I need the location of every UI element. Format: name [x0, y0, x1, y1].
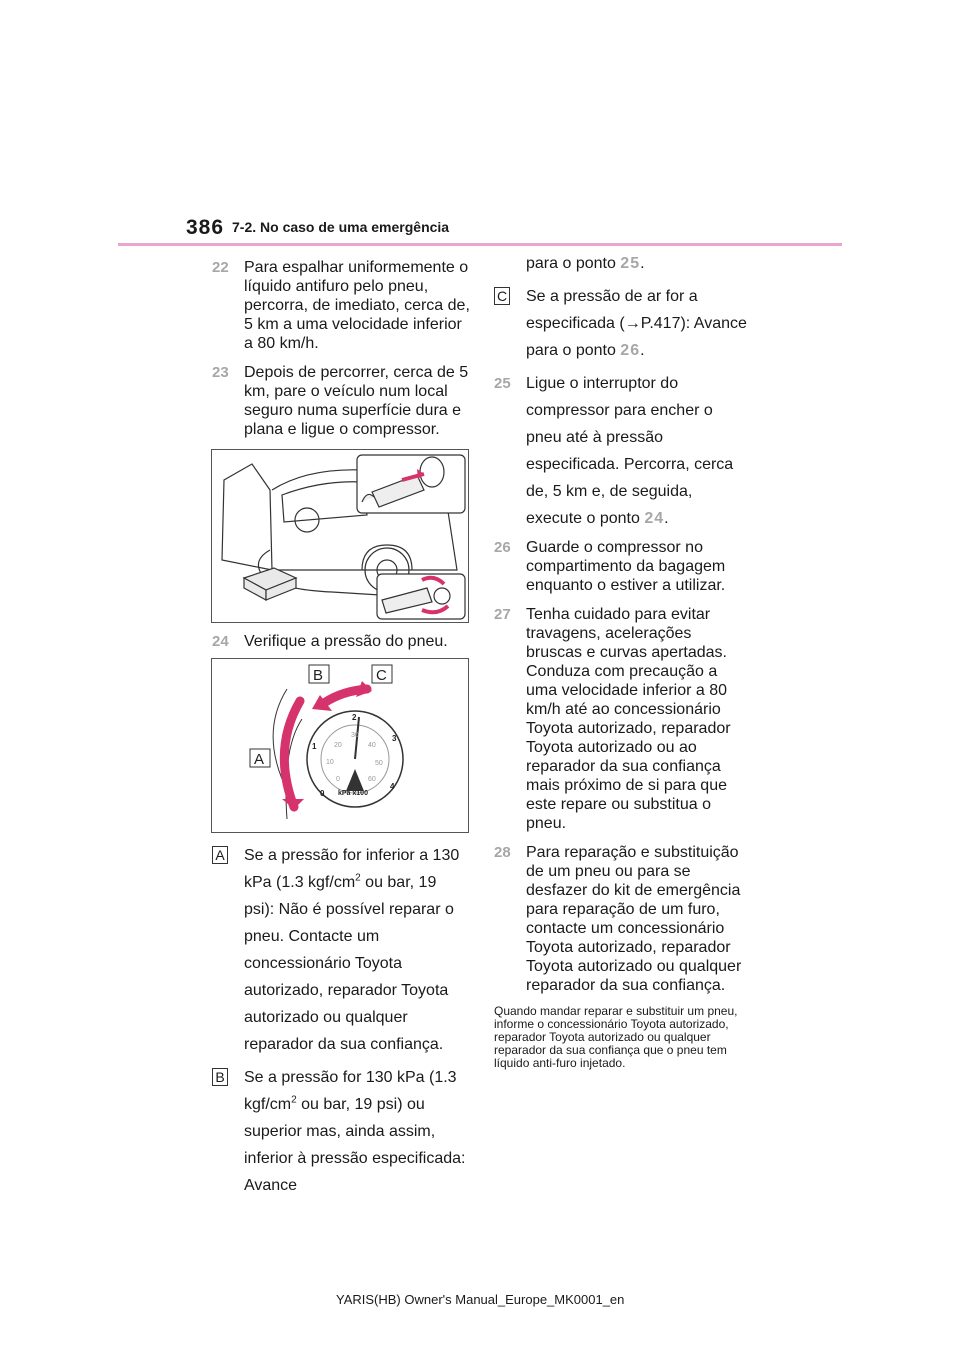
step-number: 27: [494, 606, 511, 623]
gauge-tick-1: 1: [312, 742, 317, 751]
step-text: Depois de percorrer, cerca de 5 km, pare…: [244, 364, 469, 438]
step-22: 22 Para espalhar uniformemente o líquido…: [212, 258, 470, 353]
step-27: 27 Tenha cuidado para evitar travagens, …: [494, 605, 748, 833]
step-number: 26: [494, 539, 511, 556]
step-reference: 24: [644, 510, 665, 527]
condition-text: Se a pressão for inferior a 130 kPa (1.3…: [244, 847, 460, 891]
step-reference: 25: [620, 255, 641, 272]
step-text: Tenha cuidado para evitar travagens, ace…: [526, 606, 731, 832]
gauge-label-a: A: [254, 751, 264, 768]
pressure-gauge-illustration: 0 1 2 3 4 0 10 20 30 40 50 60 kPa x100 B…: [211, 658, 469, 833]
superscript: 2: [355, 872, 361, 884]
condition-c: C Se a pressão de ar for a especificada …: [494, 283, 748, 364]
period: .: [640, 342, 645, 359]
label-b: B: [212, 1068, 228, 1086]
step-text: Ligue o interruptor do compressor para e…: [526, 375, 734, 527]
compressor-illustration: [211, 449, 469, 623]
step-reference: 26: [620, 342, 641, 359]
condition-text: Se a pressão de ar for a especificada (→…: [526, 288, 747, 359]
step-23: 23 Depois de percorrer, cerca de 5 km, p…: [212, 363, 470, 439]
condition-text-cont: ou bar, 19 psi) ou superior mas, ainda a…: [244, 1096, 466, 1194]
period: .: [664, 510, 669, 527]
left-column: 22 Para espalhar uniformemente o líquido…: [212, 258, 470, 449]
step-number: 25: [494, 375, 511, 392]
gauge-tick-0: 0: [320, 789, 325, 798]
step-text: Guarde o compressor no compartimento da …: [526, 539, 726, 594]
header-rule: [118, 243, 842, 246]
gauge-inner-tick-20: 20: [334, 742, 342, 749]
section-title: 7-2. No caso de uma emergência: [232, 219, 450, 235]
step-number: 23: [212, 364, 229, 381]
gauge-inner-tick-40: 40: [368, 742, 376, 749]
step-number: 22: [212, 259, 229, 276]
gauge-drawing: 0 1 2 3 4 0 10 20 30 40 50 60 kPa x100 B…: [249, 664, 404, 820]
gauge-tick-4: 4: [390, 782, 395, 791]
gauge-inner-tick-0: 0: [336, 776, 340, 783]
step-number: 24: [212, 633, 229, 650]
gauge-unit: kPa x100: [338, 790, 368, 797]
condition-b-continued: para o ponto 25.: [494, 250, 748, 277]
step-number: 28: [494, 844, 511, 861]
left-column-step24: 24 Verifique a pressão do pneu.: [212, 632, 470, 661]
step-28: 28 Para reparação e substituição de um p…: [494, 843, 748, 995]
step-text: Para espalhar uniformemente o líquido an…: [244, 259, 470, 352]
gauge-inner-tick-60: 60: [368, 776, 376, 783]
gauge-label-c: C: [376, 667, 387, 684]
gauge-label-b: B: [313, 667, 323, 684]
step-text: Para reparação e substituição de um pneu…: [526, 844, 742, 994]
condition-b: B Se a pressão for 130 kPa (1.3 kgf/cm2 …: [212, 1064, 470, 1199]
label-a: A: [212, 846, 228, 864]
left-conditions: A Se a pressão for inferior a 130 kPa (1…: [212, 842, 470, 1205]
step-26: 26 Guarde o compressor no compartimento …: [494, 538, 748, 595]
page-number: 386: [186, 216, 225, 239]
gauge-inner-tick-50: 50: [375, 760, 383, 767]
step-25: 25 Ligue o interruptor do compressor par…: [494, 370, 748, 532]
car-compressor-drawing: [221, 454, 466, 620]
period: .: [640, 255, 645, 272]
step-text: Verifique a pressão do pneu.: [244, 633, 448, 650]
gauge-inner-tick-30: 30: [351, 732, 359, 739]
gauge-tick-2: 2: [352, 713, 357, 722]
condition-text-cont: ou bar, 19 psi): Não é possível reparar …: [244, 874, 454, 1053]
step-24: 24 Verifique a pressão do pneu.: [212, 632, 470, 651]
superscript: 2: [291, 1094, 297, 1106]
condition-text: Se a pressão for 130 kPa (1.3 kgf/cm: [244, 1069, 457, 1113]
condition-text: para o ponto: [526, 255, 621, 272]
footer: YARIS(HB) Owner's Manual_Europe_MK0001_e…: [336, 1292, 625, 1307]
right-column: para o ponto 25. C Se a pressão de ar fo…: [494, 250, 748, 1070]
label-c: C: [494, 287, 510, 305]
note-text: Quando mandar reparar e substituir um pn…: [494, 1004, 738, 1070]
gauge-tick-3: 3: [392, 734, 397, 743]
condition-a: A Se a pressão for inferior a 130 kPa (1…: [212, 842, 470, 1058]
gauge-inner-tick-10: 10: [326, 759, 334, 766]
